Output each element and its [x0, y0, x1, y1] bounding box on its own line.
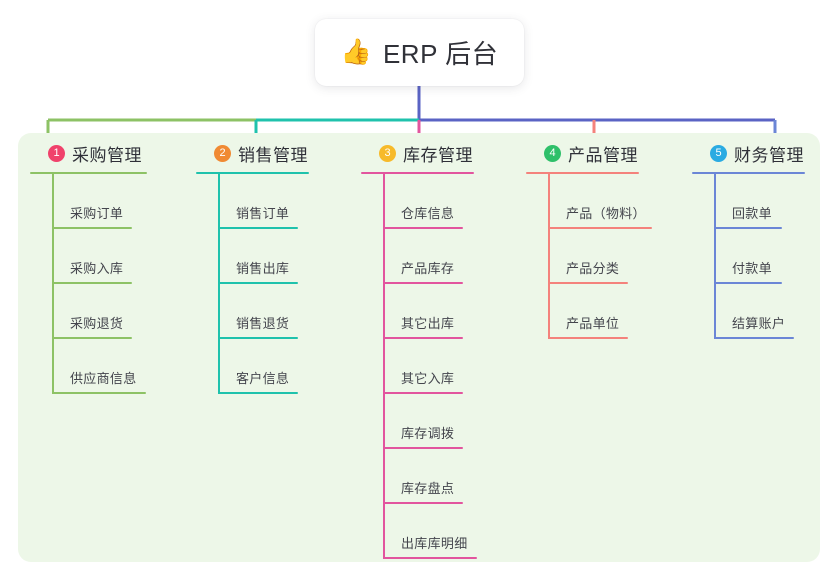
- branch-items-1: 采购订单采购入库采购退货供应商信息: [30, 174, 147, 394]
- branch-underline-1: [30, 172, 147, 174]
- leaf-item[interactable]: 产品单位: [548, 284, 652, 339]
- branch-column-2: 2 销售管理销售订单销售出库销售退货客户信息: [196, 140, 309, 394]
- leaf-item-label: 产品单位: [566, 316, 620, 331]
- branch-badge-2: 2: [214, 144, 231, 162]
- leaf-item[interactable]: 库存调拨: [383, 394, 477, 449]
- leaf-item-label: 付款单: [732, 261, 772, 276]
- root-node[interactable]: 👍 ERP 后台: [315, 19, 524, 86]
- branch-column-3: 3 库存管理仓库信息产品库存其它出库其它入库库存调拨库存盘点出库库明细: [361, 140, 477, 559]
- leaf-item[interactable]: 其它入库: [383, 339, 477, 394]
- leaf-item-label: 产品分类: [566, 261, 620, 276]
- branch-badge-4: 4: [544, 144, 561, 162]
- leaf-item-rule: [383, 557, 477, 559]
- branch-badge-5: 5: [710, 144, 727, 162]
- leaf-item-rule: [383, 282, 463, 284]
- branch-underline-2: [196, 172, 309, 174]
- leaf-item[interactable]: 结算账户: [714, 284, 805, 339]
- leaf-item[interactable]: 采购订单: [52, 174, 147, 229]
- branch-header-3[interactable]: 3 库存管理: [361, 140, 477, 166]
- branch-underline-3: [361, 172, 474, 174]
- branch-underline-4: [526, 172, 639, 174]
- leaf-item-label: 库存调拨: [401, 426, 455, 441]
- leaf-item-rule: [548, 282, 628, 284]
- leaf-item-rule: [52, 392, 146, 394]
- leaf-item-rule: [548, 337, 628, 339]
- leaf-item-label: 回款单: [732, 206, 772, 221]
- leaf-item[interactable]: 产品库存: [383, 229, 477, 284]
- leaf-item[interactable]: 采购入库: [52, 229, 147, 284]
- leaf-item-label: 供应商信息: [70, 371, 137, 386]
- leaf-item[interactable]: 产品（物料）: [548, 174, 652, 229]
- leaf-item-label: 采购订单: [70, 206, 124, 221]
- leaf-item-rule: [383, 392, 463, 394]
- branches-panel: [18, 133, 820, 562]
- branch-header-2[interactable]: 2 销售管理: [196, 140, 309, 166]
- leaf-item-label: 产品库存: [401, 261, 455, 276]
- leaf-item-rule: [714, 227, 782, 229]
- leaf-item-rule: [218, 337, 298, 339]
- branch-title-4: 产品管理: [568, 145, 638, 165]
- leaf-item-rule: [383, 337, 463, 339]
- leaf-item[interactable]: 出库库明细: [383, 504, 477, 559]
- leaf-item-label: 销售订单: [236, 206, 290, 221]
- leaf-item-label: 仓库信息: [401, 206, 455, 221]
- leaf-item[interactable]: 销售订单: [218, 174, 309, 229]
- leaf-item-label: 采购入库: [70, 261, 124, 276]
- leaf-item[interactable]: 客户信息: [218, 339, 309, 394]
- leaf-item-rule: [52, 337, 132, 339]
- branch-title-3: 库存管理: [403, 145, 473, 165]
- leaf-item[interactable]: 产品分类: [548, 229, 652, 284]
- branch-column-1: 1 采购管理采购订单采购入库采购退货供应商信息: [30, 140, 147, 394]
- leaf-item-rule: [52, 282, 132, 284]
- branch-badge-3: 3: [379, 144, 396, 162]
- leaf-item-label: 销售退货: [236, 316, 290, 331]
- leaf-item-label: 客户信息: [236, 371, 290, 386]
- branch-title-5: 财务管理: [734, 145, 804, 165]
- leaf-item-rule: [218, 282, 298, 284]
- leaf-item[interactable]: 回款单: [714, 174, 805, 229]
- leaf-item[interactable]: 销售退货: [218, 284, 309, 339]
- leaf-item-rule: [714, 337, 794, 339]
- branch-badge-1: 1: [48, 144, 65, 162]
- leaf-item[interactable]: 其它出库: [383, 284, 477, 339]
- branch-items-4: 产品（物料） 产品分类产品单位: [526, 174, 652, 339]
- leaf-item[interactable]: 付款单: [714, 229, 805, 284]
- branch-header-5[interactable]: 5 财务管理: [692, 140, 805, 166]
- branch-title-2: 销售管理: [238, 145, 308, 165]
- branch-underline-5: [692, 172, 805, 174]
- leaf-item[interactable]: 销售出库: [218, 229, 309, 284]
- leaf-item-rule: [548, 227, 652, 229]
- leaf-item-label: 产品（物料）: [566, 206, 646, 221]
- leaf-item-rule: [383, 227, 463, 229]
- leaf-item-label: 采购退货: [70, 316, 124, 331]
- root-title: ERP 后台: [382, 39, 499, 69]
- leaf-item-rule: [383, 447, 463, 449]
- leaf-item[interactable]: 供应商信息: [52, 339, 147, 394]
- leaf-item-label: 其它入库: [401, 371, 455, 386]
- leaf-item-rule: [52, 227, 132, 229]
- leaf-item[interactable]: 采购退货: [52, 284, 147, 339]
- leaf-item[interactable]: 仓库信息: [383, 174, 477, 229]
- branch-items-3: 仓库信息产品库存其它出库其它入库库存调拨库存盘点出库库明细: [361, 174, 477, 559]
- branch-column-4: 4 产品管理产品（物料） 产品分类产品单位: [526, 140, 652, 339]
- leaf-item-rule: [714, 282, 782, 284]
- thumbs-up-icon: 👍: [340, 38, 372, 66]
- leaf-item-label: 结算账户: [732, 316, 786, 331]
- leaf-item-label: 其它出库: [401, 316, 455, 331]
- leaf-item-rule: [218, 392, 298, 394]
- leaf-item-label: 出库库明细: [401, 536, 468, 551]
- branch-header-4[interactable]: 4 产品管理: [526, 140, 652, 166]
- leaf-item[interactable]: 库存盘点: [383, 449, 477, 504]
- branch-items-5: 回款单付款单结算账户: [692, 174, 805, 339]
- branch-items-2: 销售订单销售出库销售退货客户信息: [196, 174, 309, 394]
- branch-header-1[interactable]: 1 采购管理: [30, 140, 147, 166]
- branch-title-1: 采购管理: [72, 145, 142, 165]
- leaf-item-rule: [383, 502, 463, 504]
- leaf-item-label: 销售出库: [236, 261, 290, 276]
- leaf-item-label: 库存盘点: [401, 481, 455, 496]
- leaf-item-rule: [218, 227, 298, 229]
- branch-column-5: 5 财务管理回款单付款单结算账户: [692, 140, 805, 339]
